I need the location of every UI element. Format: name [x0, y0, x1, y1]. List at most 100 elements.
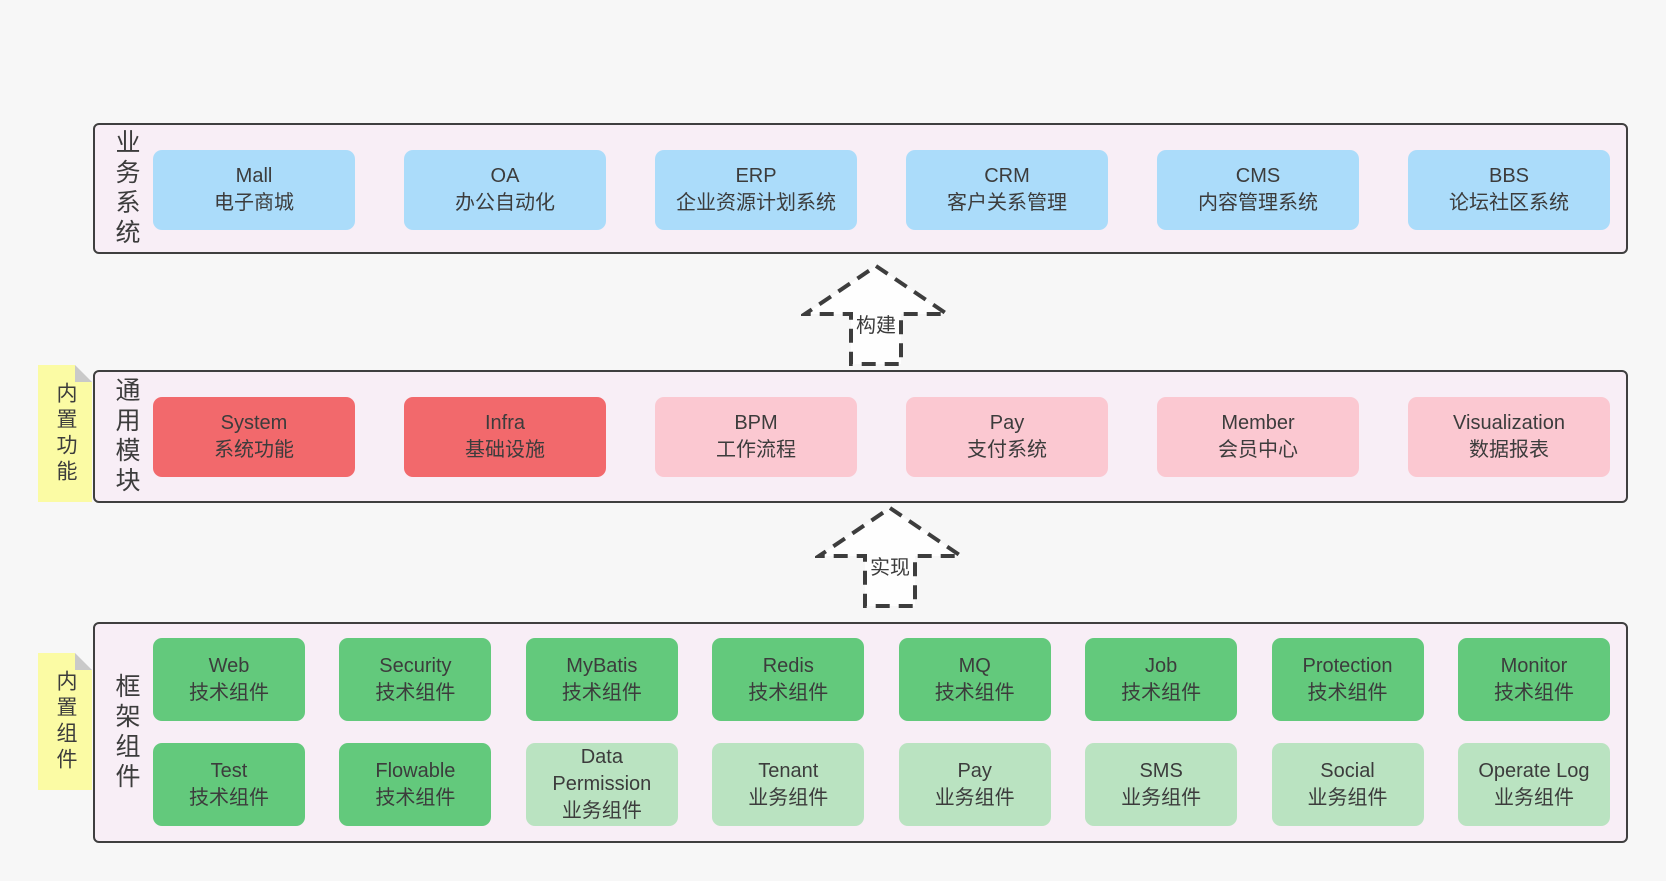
- box-title: BPM: [734, 412, 778, 434]
- box-title: MQ: [958, 654, 991, 677]
- box-title: BBS: [1488, 165, 1530, 187]
- box-bbs: BBS 论坛社区系统: [1408, 150, 1610, 230]
- box-subtitle: 客户关系管理: [947, 192, 1067, 214]
- box-subtitle: 技术组件: [748, 681, 829, 704]
- box-title: Infra: [484, 412, 526, 434]
- box-test: Test 技术组件: [153, 743, 305, 826]
- box-tenant: Tenant 业务组件: [712, 743, 865, 826]
- box-subtitle: 技术组件: [1493, 681, 1574, 704]
- box-pay-component: Pay 业务组件: [898, 743, 1051, 826]
- box-title: Visualization: [1453, 412, 1565, 434]
- box-member: Member 会员中心: [1157, 397, 1359, 477]
- box-visualization: Visualization 数据报表: [1408, 397, 1610, 477]
- box-pay-system: Pay 支付系统: [906, 397, 1108, 477]
- box-subtitle: 业务组件: [934, 786, 1015, 809]
- box-subtitle: 系统功能: [214, 439, 294, 461]
- box-title: Tenant: [758, 759, 819, 782]
- box-title: Monitor: [1500, 654, 1568, 677]
- box-operate-log: Operate Log 业务组件: [1457, 743, 1610, 826]
- build-arrow-icon: 构建: [801, 263, 951, 366]
- layer-components-label: 框架组件: [112, 672, 140, 793]
- box-subtitle: 技术组件: [1307, 681, 1388, 704]
- box-title: Test: [210, 759, 248, 782]
- box-subtitle: 会员中心: [1218, 439, 1298, 461]
- box-crm: CRM 客户关系管理: [906, 150, 1108, 230]
- layer-business-label: 业务系统: [112, 128, 140, 249]
- box-subtitle: 电子商城: [214, 192, 294, 214]
- box-title: Flowable: [375, 759, 456, 782]
- box-mybatis: MyBatis 技术组件: [525, 638, 678, 721]
- box-subtitle: 支付系统: [967, 439, 1047, 461]
- box-monitor: Monitor 技术组件: [1457, 638, 1610, 721]
- implement-arrow-icon: 实现: [815, 505, 965, 608]
- box-system: System 系统功能: [153, 397, 355, 477]
- box-subtitle: 工作流程: [716, 439, 796, 461]
- box-flowable: Flowable 技术组件: [339, 743, 492, 826]
- sticky-note-builtin-components: 内置组件: [38, 653, 92, 790]
- box-title: Mall: [235, 165, 273, 187]
- box-title: Web: [208, 654, 250, 677]
- box-subtitle: 技术组件: [934, 681, 1015, 704]
- box-sms: SMS 业务组件: [1085, 743, 1238, 826]
- box-title: Security: [379, 654, 452, 677]
- sticky-note-label: 内置功能: [54, 381, 77, 486]
- box-subtitle: 业务组件: [1307, 786, 1388, 809]
- box-subtitle: 企业资源计划系统: [676, 192, 836, 214]
- layer-framework-components: 框架组件 Web 技术组件 Security 技术组件 MyBatis 技术组件…: [93, 622, 1628, 843]
- box-title: Protection: [1302, 654, 1393, 677]
- box-subtitle: 业务组件: [1121, 786, 1202, 809]
- box-subtitle: 技术组件: [561, 681, 642, 704]
- box-subtitle: 基础设施: [465, 439, 545, 461]
- box-mall: Mall 电子商城: [153, 150, 355, 230]
- box-cms: CMS 内容管理系统: [1157, 150, 1359, 230]
- box-subtitle: 办公自动化: [455, 192, 555, 214]
- components-box-row-1: Web 技术组件 Security 技术组件 MyBatis 技术组件 Redi…: [153, 638, 1610, 721]
- components-box-row-2: Test 技术组件 Flowable 技术组件 Data Permission …: [153, 743, 1610, 826]
- layer-business-systems: 业务系统 Mall 电子商城 OA 办公自动化 ERP 企业资源计划系统 CRM…: [93, 123, 1628, 254]
- box-subtitle: 技术组件: [189, 786, 269, 809]
- layer-common-modules: 通用模块 System 系统功能 Infra 基础设施 BPM 工作流程 Pay…: [93, 370, 1628, 503]
- box-title: SMS: [1139, 759, 1183, 782]
- box-subtitle: 论坛社区系统: [1449, 192, 1569, 214]
- box-title: Redis: [762, 654, 814, 677]
- box-infra: Infra 基础设施: [404, 397, 606, 477]
- box-subtitle: 内容管理系统: [1198, 192, 1318, 214]
- box-subtitle: 技术组件: [375, 786, 456, 809]
- box-title: ERP: [735, 165, 777, 187]
- box-protection: Protection 技术组件: [1271, 638, 1424, 721]
- box-title: Data Permission: [552, 746, 652, 795]
- box-title: Pay: [957, 759, 992, 782]
- box-bpm: BPM 工作流程: [655, 397, 857, 477]
- box-title: Social: [1320, 759, 1375, 782]
- box-title: MyBatis: [566, 654, 638, 677]
- box-erp: ERP 企业资源计划系统: [655, 150, 857, 230]
- box-title: Member: [1221, 412, 1295, 434]
- box-title: Pay: [989, 412, 1025, 434]
- box-title: Operate Log: [1478, 759, 1590, 782]
- implement-arrow-label: 实现: [870, 556, 910, 579]
- layer-modules-label: 通用模块: [112, 376, 140, 497]
- box-subtitle: 技术组件: [1121, 681, 1202, 704]
- modules-box-row: System 系统功能 Infra 基础设施 BPM 工作流程 Pay 支付系统…: [153, 397, 1610, 477]
- box-redis: Redis 技术组件: [712, 638, 865, 721]
- box-title: Job: [1144, 654, 1178, 677]
- box-oa: OA 办公自动化: [404, 150, 606, 230]
- box-title: OA: [490, 165, 520, 187]
- box-social: Social 业务组件: [1271, 743, 1424, 826]
- box-subtitle: 技术组件: [375, 681, 456, 704]
- box-title: CRM: [984, 165, 1030, 187]
- build-arrow-label: 构建: [856, 314, 896, 337]
- box-title: CMS: [1235, 165, 1281, 187]
- sticky-note-label: 内置组件: [54, 669, 77, 774]
- sticky-note-builtin-functions: 内置功能: [38, 365, 92, 502]
- box-mq: MQ 技术组件: [898, 638, 1051, 721]
- box-subtitle: 业务组件: [561, 800, 642, 822]
- box-subtitle: 技术组件: [189, 681, 269, 704]
- box-web: Web 技术组件: [153, 638, 305, 721]
- box-data-permission: Data Permission 业务组件: [525, 743, 678, 826]
- box-subtitle: 业务组件: [748, 786, 829, 809]
- box-security: Security 技术组件: [339, 638, 492, 721]
- box-title: System: [220, 412, 288, 434]
- business-box-row: Mall 电子商城 OA 办公自动化 ERP 企业资源计划系统 CRM 客户关系…: [153, 150, 1610, 230]
